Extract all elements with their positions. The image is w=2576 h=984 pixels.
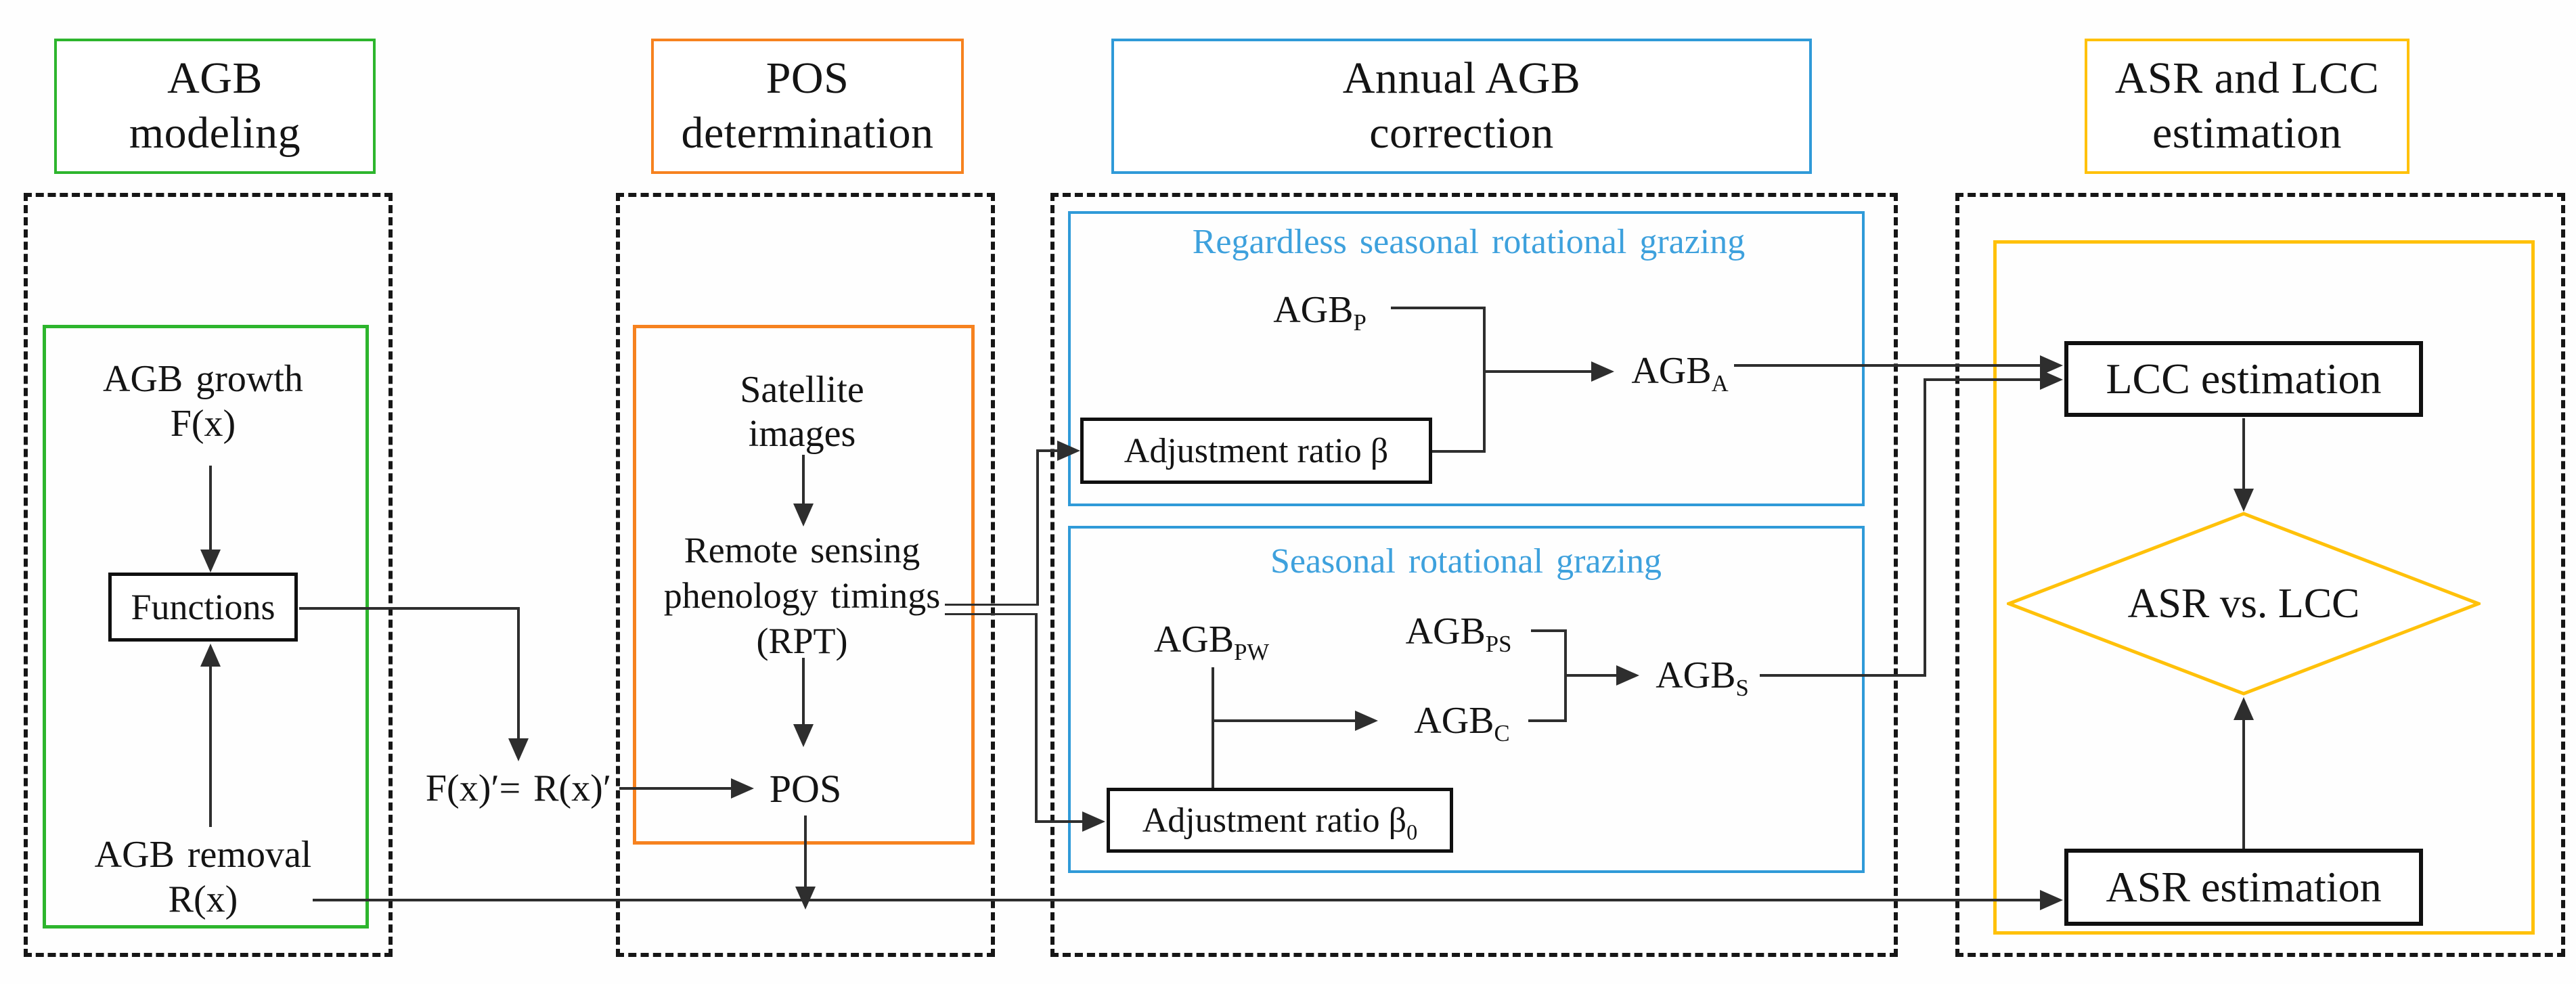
arrow-removal-to-functions (209, 665, 212, 827)
line-rpt-branch-up (1036, 451, 1039, 606)
arrowhead-to-agbs (1616, 665, 1639, 686)
arrow-rpt-to-beta (1036, 449, 1060, 452)
pos-group-box (633, 325, 975, 845)
line-agbc-right (1528, 719, 1567, 722)
lcc-estimation-box: LCC estimation (2064, 341, 2423, 417)
line-agbpw-down (1212, 667, 1214, 788)
node-rpt: Remote sensing phenology timings (RPT) (663, 530, 941, 661)
node-agb-p: AGBP (1273, 289, 1367, 336)
line-rpt-branch-down (1035, 613, 1038, 823)
adjustment-ratio-beta-box: Adjustment ratio β (1080, 418, 1432, 484)
node-pos: POS (769, 767, 842, 811)
adjustment-ratio-beta0-box: Adjustment ratio β0 (1107, 788, 1453, 853)
node-equation: F(x)′= R(x)′ (425, 767, 612, 809)
line-beta-right (1432, 450, 1486, 453)
functions-box: Functions (108, 573, 298, 642)
node-agb-c: AGBC (1414, 700, 1510, 747)
node-agb-growth: AGB growth F(x) (103, 358, 303, 445)
title-line: POS (765, 53, 849, 104)
node-agb-a: AGBA (1631, 350, 1729, 397)
arrow-asr-to-diamond (2242, 719, 2245, 849)
asr-estimation-box: ASR estimation (2064, 849, 2423, 926)
seasonal-grazing-box (1068, 526, 1865, 873)
arrow-satellite-to-rpt (802, 455, 805, 505)
regardless-grazing-box (1068, 211, 1865, 506)
node-agb-removal: AGB removal R(x) (94, 834, 312, 920)
title-line: modeling (129, 108, 301, 158)
line-agbp-right (1391, 307, 1486, 309)
line-removal-to-asr (313, 899, 2043, 901)
arrowhead-equation-to-pos (731, 778, 754, 799)
section-title-asr-lcc-estimation: ASR and LCC estimation (2085, 39, 2410, 174)
arrow-agbpw-to-agbc (1212, 719, 1358, 722)
section-title-agb-modeling: AGB modeling (54, 39, 376, 174)
pos-determination-section (616, 193, 995, 957)
asr-lcc-group-box (1993, 240, 2535, 935)
line-agbs-right (1760, 674, 1926, 677)
arrow-lcc-to-diamond (2242, 418, 2245, 491)
line-functions-right (299, 607, 520, 610)
annual-agb-correction-section (1050, 193, 1898, 957)
section-title-pos-determination: POS determination (651, 39, 964, 174)
seasonal-subtitle: Seasonal rotational grazing (1270, 542, 1662, 581)
line-agbps-right (1531, 629, 1567, 632)
node-agb-pw: AGBPW (1153, 619, 1270, 666)
arrowhead-growth-to-functions (200, 550, 221, 573)
line-agbs-to-lcc (1924, 378, 2043, 381)
title-line: AGB (167, 53, 263, 104)
node-agb-ps: AGBPS (1405, 610, 1512, 658)
arrowhead-rpt-to-pos (793, 724, 814, 747)
title-line: determination (681, 108, 934, 158)
arrowhead-pos-down (795, 887, 816, 910)
arrow-to-agba (1483, 370, 1594, 373)
section-title-annual-agb-correction: Annual AGB correction (1111, 39, 1812, 174)
arrowhead-to-agba (1591, 361, 1614, 382)
line-agba-to-lcc (1734, 364, 2043, 367)
title-line: Annual AGB (1342, 53, 1581, 104)
agb-modeling-group-box (43, 325, 369, 929)
decision-label: ASR vs. LCC (2127, 580, 2360, 627)
agb-modeling-section (24, 193, 393, 957)
regardless-subtitle: Regardless seasonal rotational grazing (1192, 223, 1746, 261)
line-rpt-stub-lower (945, 613, 1037, 615)
line-agbs-elbow-up (1924, 380, 1926, 677)
arrow-equation-to-pos (619, 787, 732, 790)
arrow-pos-down (804, 815, 807, 889)
line-functions-down (517, 607, 520, 740)
arrowhead-removal-to-asr (2040, 890, 2063, 910)
line-rpt-stub-upper (945, 604, 1038, 606)
line-agbp-elbow (1483, 307, 1486, 453)
arrowhead-rpt-to-beta0 (1082, 811, 1105, 832)
arrowhead-satellite-to-rpt (793, 504, 814, 527)
arrow-to-agbs (1564, 674, 1619, 677)
arrow-rpt-to-beta0 (1035, 820, 1085, 823)
title-line: correction (1369, 108, 1554, 158)
arrowhead-rpt-to-beta (1057, 441, 1080, 461)
arrow-growth-to-functions (209, 466, 212, 552)
node-agb-s: AGBS (1656, 654, 1749, 702)
title-line: ASR and LCC (2114, 53, 2380, 104)
arrowhead-agbpw-to-agbc (1355, 711, 1378, 731)
node-satellite-images: Satellite images (740, 369, 864, 455)
arrowhead-agbs-to-lcc (2040, 370, 2063, 390)
arrowhead-functions-to-equation (508, 738, 529, 761)
asr-lcc-estimation-section (1955, 193, 2565, 957)
arrowhead-asr-to-diamond (2234, 697, 2254, 720)
arrowhead-removal-to-functions (200, 644, 221, 667)
arrowhead-lcc-to-diamond (2234, 489, 2254, 512)
arrow-rpt-to-pos (802, 658, 805, 725)
title-line: estimation (2152, 108, 2342, 158)
asr-vs-lcc-decision-diamond: ASR vs. LCC (2007, 512, 2481, 696)
